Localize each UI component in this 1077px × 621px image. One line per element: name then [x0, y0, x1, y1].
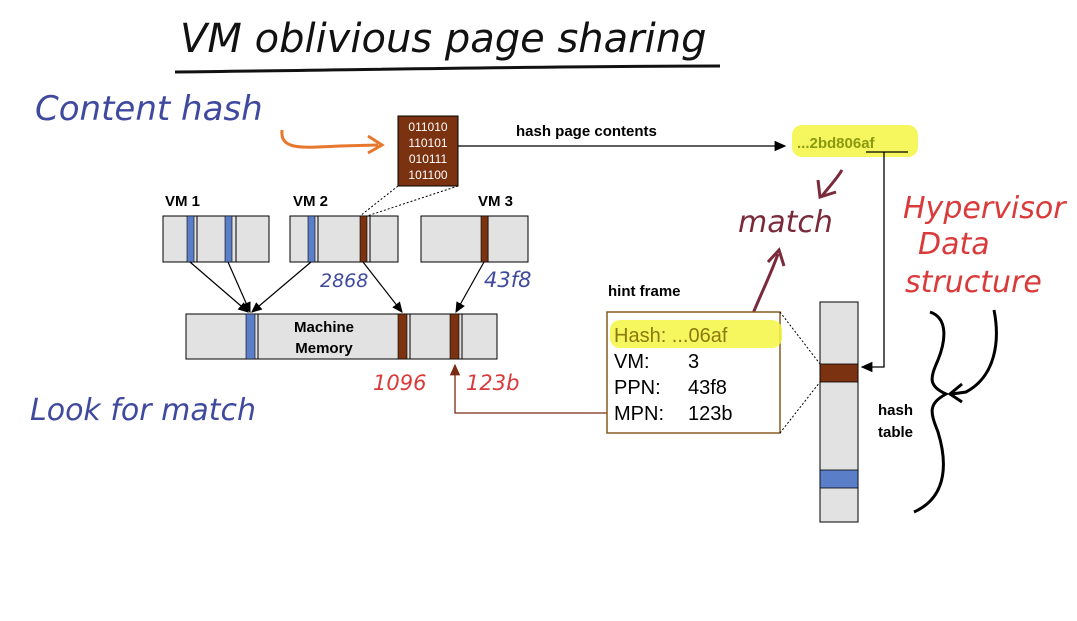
vm1-label: VM 1	[165, 193, 200, 210]
hash-table-label-2: table	[878, 424, 913, 441]
vm2-page-blue	[307, 215, 316, 263]
hypervisor-annotation-3: structure	[905, 265, 1042, 300]
vm1-page-blue	[224, 215, 233, 263]
hint-ppn-label: PPN:	[614, 377, 661, 399]
curly-brace-icon	[913, 310, 950, 514]
dotted-link	[779, 311, 821, 365]
hypervisor-annotation-1: Hypervisor	[903, 191, 1067, 226]
machine-memory-label-2: Memory	[295, 340, 353, 357]
diagram-title: VM oblivious page sharing	[180, 16, 706, 62]
vm1-memory	[162, 215, 270, 263]
vm3-memory	[420, 215, 529, 263]
match-annotation: match	[738, 205, 833, 240]
machine-memory-label-1: Machine	[294, 319, 354, 336]
vm3-label: VM 3	[478, 193, 513, 210]
orange-arrowhead-icon	[367, 134, 385, 155]
hash-table-entry-blue	[819, 469, 859, 489]
machine-page-brown	[397, 313, 408, 360]
orange-arrow-icon	[280, 129, 379, 149]
hint-hash: Hash: ...06af	[614, 325, 728, 347]
hash-to-table-connector	[860, 152, 885, 373]
hash-table-entry-brown	[819, 363, 859, 383]
hash-value: ...2bd806af	[797, 135, 876, 152]
match-arrowhead-top	[816, 179, 837, 199]
brace-arrowhead-icon	[947, 382, 963, 404]
hint-hash-highlight	[610, 320, 782, 348]
hash-page-contents-label: hash page contents	[516, 123, 657, 140]
machine-page-brown	[449, 313, 460, 360]
mapping-arrow	[227, 261, 251, 314]
machine-memory	[185, 313, 498, 360]
hash-value-highlight	[792, 125, 918, 157]
look-for-match-annotation: Look for match	[30, 393, 256, 428]
dotted-link	[779, 381, 821, 434]
brace-arrow-icon	[951, 309, 998, 396]
hypervisor-annotation-2: Data	[918, 227, 990, 262]
title-underline	[174, 64, 721, 74]
mapping-arrow	[189, 261, 249, 313]
match-arrow-bottom	[750, 253, 780, 317]
hash-table-label-1: hash	[878, 402, 913, 419]
mapping-arrow	[251, 261, 312, 313]
page-bits-3: 101100	[408, 168, 447, 182]
page-bits-0: 011010	[408, 120, 447, 134]
dotted-link	[366, 185, 459, 217]
hash-table	[819, 301, 859, 523]
hint-to-memory-arrow	[449, 363, 607, 414]
content-hash-annotation: Content hash	[35, 89, 263, 129]
vm2-ppn-annotation: 2868	[320, 270, 368, 292]
dotted-link	[359, 185, 399, 217]
vm2-label: VM 2	[293, 193, 328, 210]
hint-ppn-value: 43f8	[688, 377, 727, 399]
vm2-page-brown	[359, 215, 368, 263]
hint-vm-label: VM:	[614, 351, 650, 373]
hint-vm-value: 3	[688, 351, 699, 373]
hint-mpn-value: 123b	[688, 403, 733, 425]
mapping-arrow	[455, 261, 485, 314]
mpn-annotation-1096: 1096	[373, 371, 426, 395]
vm1-page-blue	[186, 215, 195, 263]
vm3-page-brown	[480, 215, 489, 263]
vm3-ppn-annotation: 43f8	[484, 268, 531, 292]
hint-mpn-label: MPN:	[614, 403, 664, 425]
mpn-annotation-123b: 123b	[466, 371, 519, 395]
page-content-box	[397, 115, 459, 187]
mapping-arrow	[362, 261, 403, 313]
vm2-memory	[289, 215, 399, 263]
match-arrowhead-bottom	[766, 247, 786, 267]
page-bits-1: 110101	[408, 136, 447, 150]
hint-frame-label: hint frame	[608, 283, 681, 300]
page-bits-2: 010111	[409, 152, 448, 166]
match-arrow-top	[820, 169, 844, 197]
machine-page-blue	[245, 313, 256, 360]
